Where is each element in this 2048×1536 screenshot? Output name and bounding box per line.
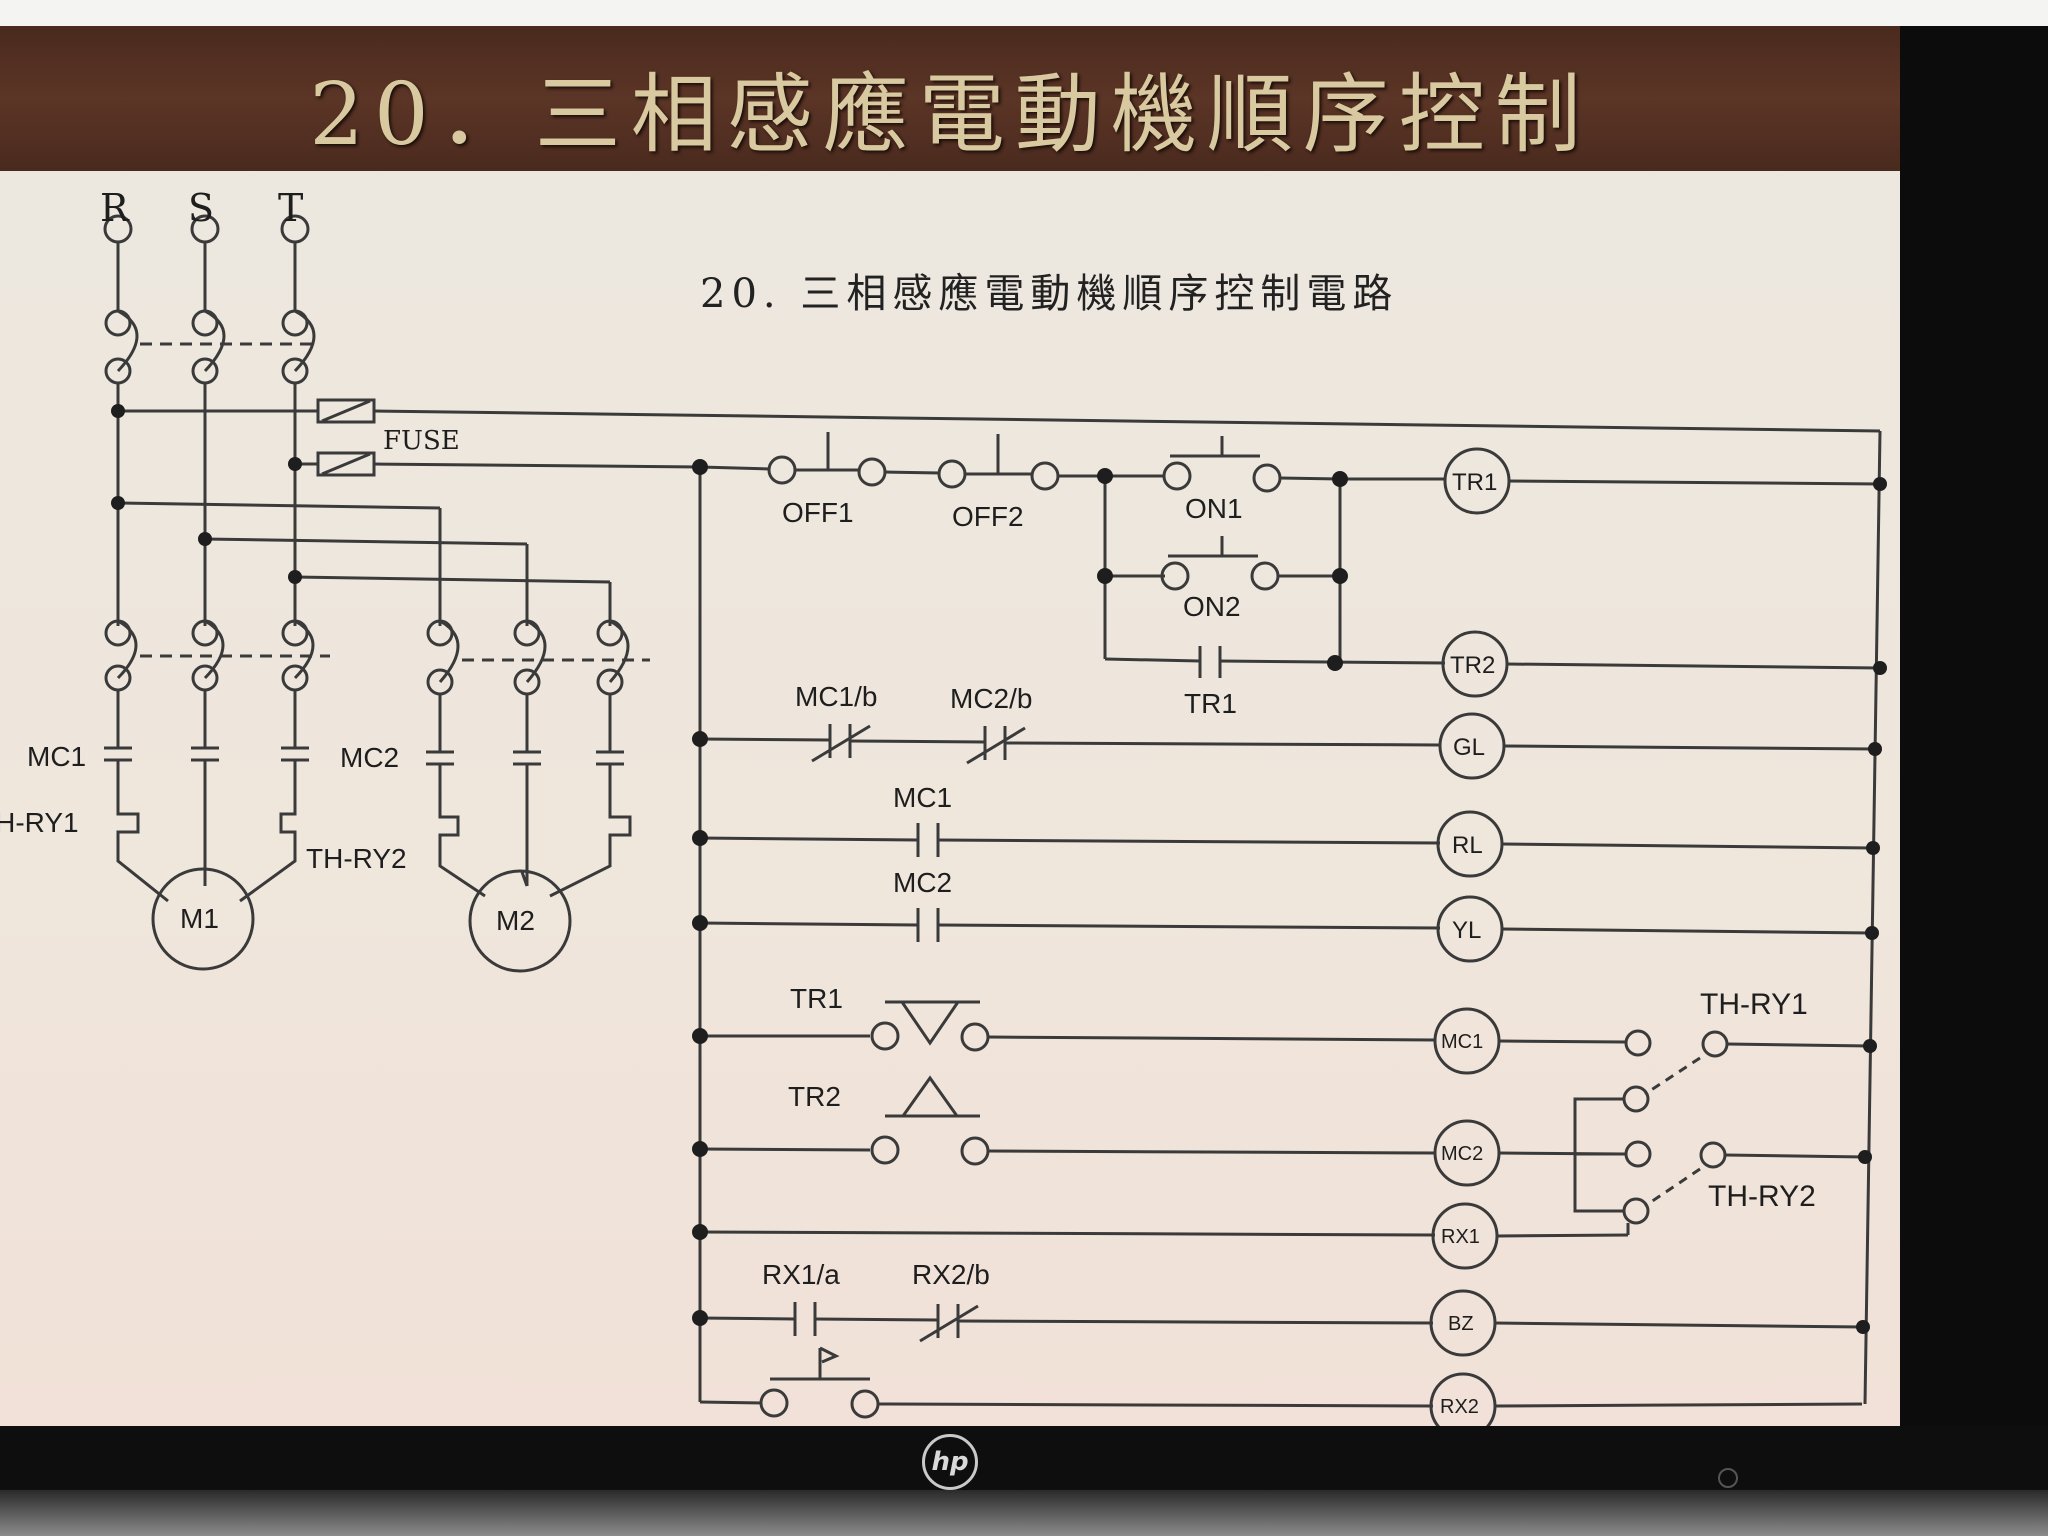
tr2-timer-contact bbox=[870, 1075, 990, 1166]
mc1-a-contact bbox=[916, 823, 940, 857]
mc1-b-label: MC1/b bbox=[795, 681, 877, 712]
on1-pushbutton bbox=[1162, 436, 1282, 493]
load-tr1-label: TR1 bbox=[1452, 469, 1497, 496]
mc1-main-contacts bbox=[104, 690, 309, 886]
load-rx2-label: RX2 bbox=[1440, 1396, 1479, 1418]
rx2-b-label: RX2/b bbox=[912, 1259, 990, 1290]
load-mc2-label: MC2 bbox=[1441, 1143, 1483, 1165]
circuit-diagram: R S T FUSE MC1 TH-RY1 MC2 TH-RY2 M1 M2 O… bbox=[0, 186, 1887, 1426]
off2-label: OFF2 bbox=[952, 501, 1024, 532]
phase-s-label: S bbox=[188, 186, 214, 230]
mc1-a-label: MC1 bbox=[893, 782, 952, 813]
off2-pushbutton bbox=[937, 434, 1060, 491]
mc2-a-label: MC2 bbox=[893, 867, 952, 898]
th-ry1-power-label: TH-RY1 bbox=[0, 807, 79, 838]
load-bz-label: BZ bbox=[1448, 1313, 1474, 1335]
mc2-main-contacts bbox=[426, 694, 624, 886]
motor-m2-label: M2 bbox=[496, 905, 535, 936]
off1-pushbutton bbox=[767, 432, 887, 487]
motor-m1-label: M1 bbox=[180, 903, 219, 934]
screen: 20．三相感應電動機順序控制 20. 三相感應電動機順序控制電路 bbox=[0, 26, 1900, 1426]
hp-logo: hp bbox=[922, 1434, 978, 1490]
th-ry2-contact-label: TH-RY2 bbox=[1708, 1180, 1816, 1213]
motor-m2 bbox=[468, 869, 572, 973]
off1-label: OFF1 bbox=[782, 497, 854, 528]
mc2-b-label: MC2/b bbox=[950, 683, 1032, 714]
on2-label: ON2 bbox=[1183, 591, 1241, 622]
tr1-no-contact bbox=[1198, 646, 1222, 678]
tr1-no-label: TR1 bbox=[1184, 688, 1237, 719]
mc1-power-label: MC1 bbox=[27, 741, 86, 772]
slide-title: 20．三相感應電動機順序控制 bbox=[309, 65, 1591, 165]
reset-pushbutton bbox=[759, 1346, 880, 1419]
fuse-label: FUSE bbox=[383, 426, 460, 456]
on1-label: ON1 bbox=[1185, 493, 1243, 524]
thermal-relay-power bbox=[104, 619, 650, 696]
motor-m1 bbox=[151, 867, 255, 971]
load-rx1-label: RX1 bbox=[1441, 1226, 1480, 1248]
load-mc1-label: MC1 bbox=[1441, 1031, 1483, 1053]
diagram-title: 20. 三相感應電動機順序控制電路 bbox=[700, 271, 1399, 317]
mc2-power-label: MC2 bbox=[340, 742, 399, 773]
tr1-timer-contact bbox=[870, 1000, 990, 1052]
th-ry2-heaters bbox=[438, 811, 632, 843]
th-ry1-contact-label: TH-RY1 bbox=[1700, 988, 1808, 1021]
load-gl-label: GL bbox=[1453, 734, 1485, 761]
th-ry2-power-label: TH-RY2 bbox=[306, 843, 407, 874]
main-breaker bbox=[104, 309, 320, 385]
on2-pushbutton bbox=[1160, 536, 1280, 591]
tr2-timer-label: TR2 bbox=[788, 1081, 841, 1112]
rx1-a-label: RX1/a bbox=[762, 1259, 840, 1290]
load-tr2-label: TR2 bbox=[1450, 652, 1495, 679]
power-icon[interactable] bbox=[1718, 1468, 1738, 1488]
slide-title-bar: 20．三相感應電動機順序控制 bbox=[0, 26, 1900, 171]
tr1-timer-label: TR1 bbox=[790, 983, 843, 1014]
monitor-right-bezel bbox=[1900, 26, 2048, 1426]
desk-background bbox=[0, 1490, 2048, 1536]
monitor-top-edge bbox=[0, 0, 2048, 26]
phase-t-label: T bbox=[278, 186, 303, 230]
phase-r-label: R bbox=[100, 186, 130, 230]
mc2-a-contact bbox=[916, 908, 940, 942]
load-yl-label: YL bbox=[1452, 917, 1481, 944]
load-rl-label: RL bbox=[1452, 832, 1483, 859]
th-ry1-heaters bbox=[116, 808, 297, 840]
rx1-a-contact bbox=[793, 1302, 817, 1336]
